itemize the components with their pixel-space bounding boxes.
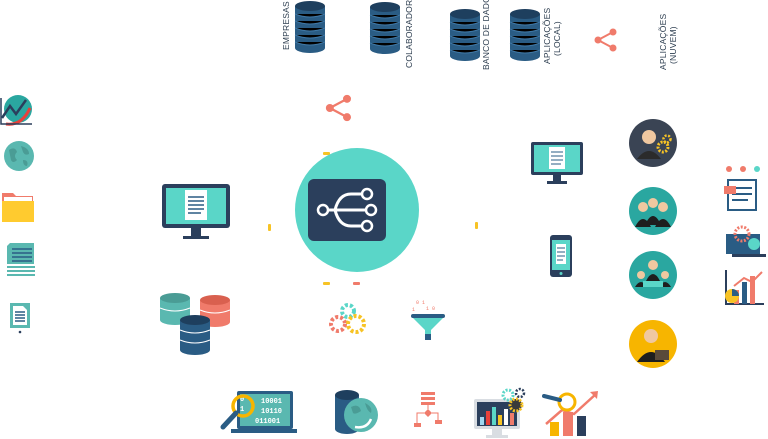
svg-text:1 0: 1 0 — [426, 306, 435, 312]
database-icon-aplicacoes-local — [509, 8, 541, 62]
database-icon-empresas — [294, 0, 326, 54]
label-line: APLICAÇÕES — [658, 13, 668, 70]
dash-marker — [268, 224, 271, 231]
binary-text: 011001 — [255, 418, 280, 426]
database-cluster-icon — [158, 292, 232, 358]
database-icon-banco-de-dados — [449, 8, 481, 62]
svg-text:0 1: 0 1 — [416, 300, 425, 306]
dash-marker — [323, 282, 330, 285]
binary-text: 10001 — [261, 398, 282, 406]
binary-search-laptop-icon: 0 1 10001 10110 011001 — [217, 389, 297, 435]
share-icon — [323, 92, 355, 124]
document-file-icon — [9, 302, 31, 334]
person-with-gears-icon — [629, 119, 677, 167]
label-line: (NUVEM) — [668, 26, 678, 64]
database-icon-colaboradores — [369, 1, 401, 55]
share-icon-cloud — [592, 26, 620, 54]
dash-marker — [475, 222, 478, 229]
monitor-document-icon-right — [530, 141, 584, 185]
monitor-document-icon — [161, 183, 231, 241]
label-line: (LOCAL) — [552, 21, 562, 57]
label-aplicacoes-local: APLICAÇÕES(LOCAL) — [542, 8, 562, 64]
binary-text: 1 — [240, 406, 244, 414]
database-globe-icon — [333, 389, 381, 435]
label-aplicacoes-nuvem: APLICAÇÕES(NUVEM) — [658, 14, 678, 70]
gears-icon — [326, 302, 368, 338]
binary-text: 0 — [240, 396, 244, 404]
dash-marker — [323, 152, 330, 155]
folder-icon — [1, 191, 35, 223]
globe-icon — [3, 140, 35, 172]
settings-monitor-icon — [724, 224, 768, 260]
monitor-bar-chart-gears-icon — [472, 387, 530, 439]
team-group-icon — [629, 187, 677, 235]
dash-marker — [353, 282, 360, 285]
label-empresas: EMPRESAS — [281, 1, 291, 50]
flowchart-icon — [413, 390, 443, 432]
businessman-briefcase-icon — [629, 320, 677, 368]
label-banco-de-dados: BANCO DE DADOS — [481, 0, 491, 70]
org-document-icon — [720, 164, 766, 212]
svg-text:1: 1 — [412, 307, 415, 313]
analytics-chart-icon — [722, 268, 766, 308]
label-colaboradores: COLABORADORES — [404, 0, 414, 68]
smartphone-icon — [549, 234, 573, 278]
central-integration-hub-icon — [295, 148, 419, 272]
documents-stack-icon — [6, 242, 36, 278]
growth-globe-icon — [0, 94, 34, 128]
meeting-group-icon — [629, 251, 677, 299]
label-line: APLICAÇÕES — [542, 7, 552, 64]
binary-text: 10110 — [261, 408, 282, 416]
growth-analysis-icon — [540, 388, 602, 438]
